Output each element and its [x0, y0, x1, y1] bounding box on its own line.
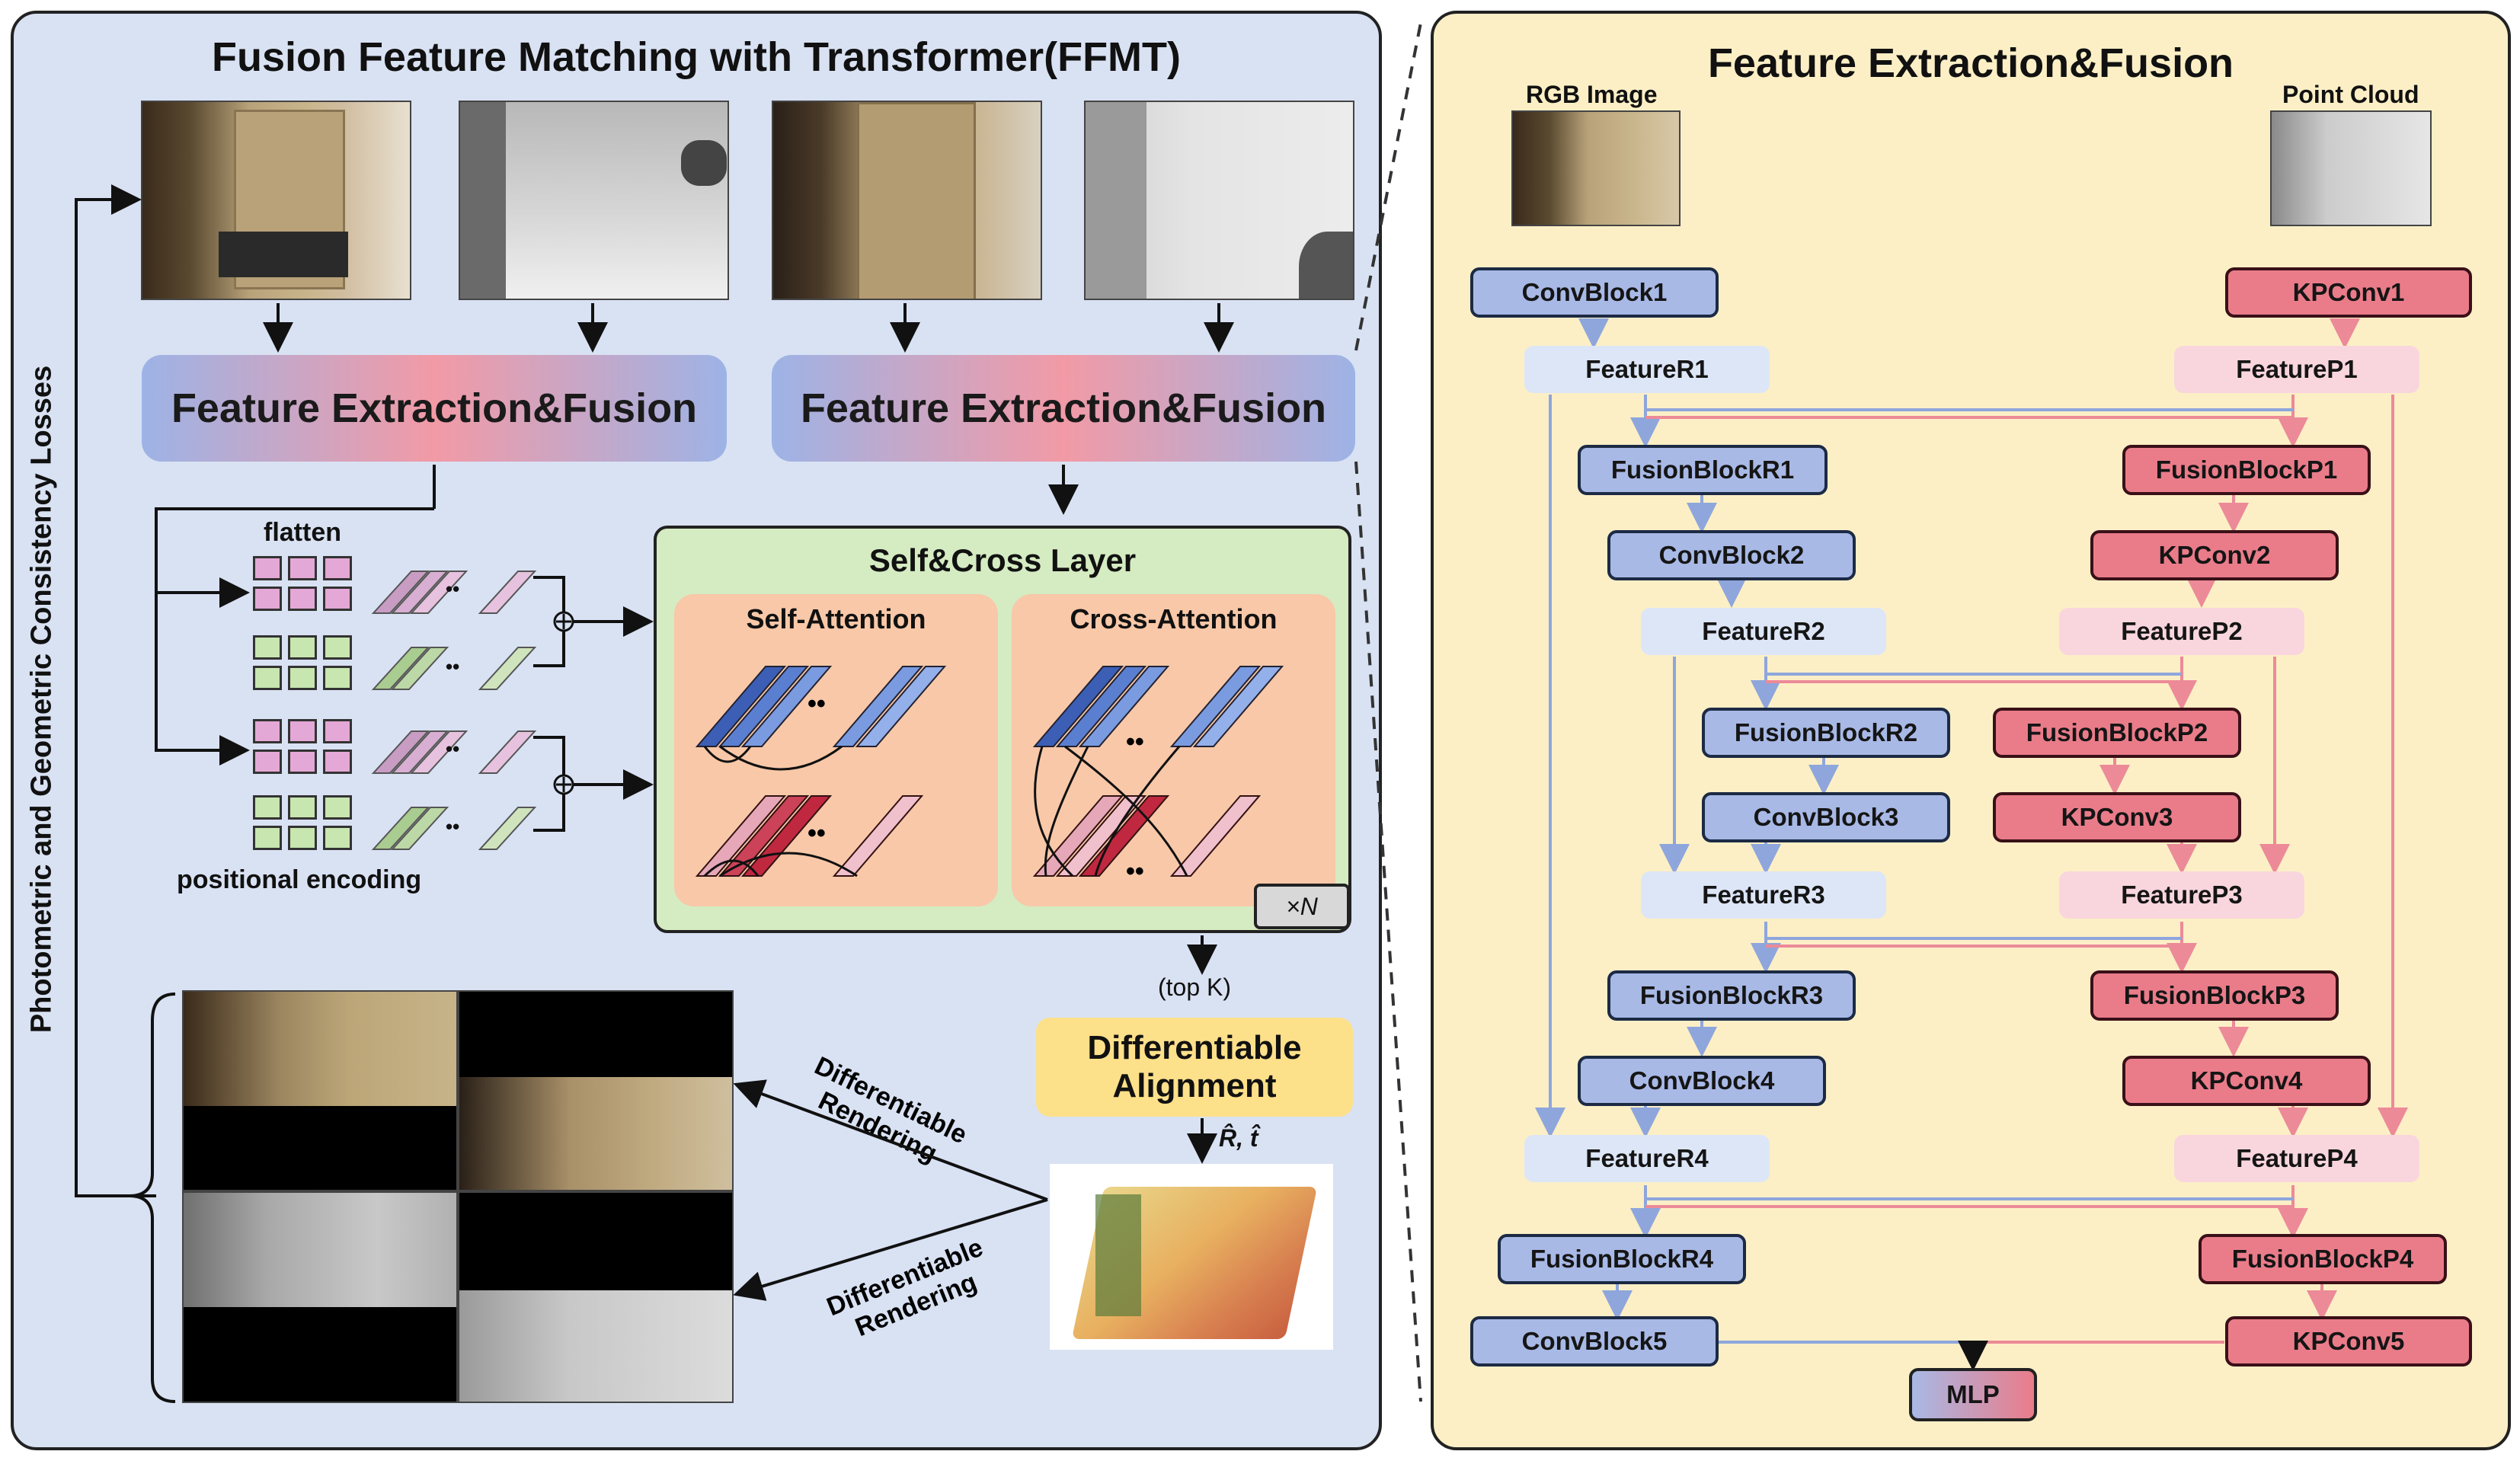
- left-connectors: [75, 184, 1234, 1403]
- kpconv4: KPConv4: [2122, 1056, 2371, 1106]
- repeat-badge: ×N: [1254, 884, 1350, 929]
- convblock2: ConvBlock2: [1607, 530, 1856, 580]
- alignment-line-1: Differentiable: [1087, 1029, 1302, 1066]
- fusionblock-p1: FusionBlockP1: [2122, 445, 2371, 495]
- fusionblock-r2: FusionBlockR2: [1702, 708, 1950, 758]
- feature-p4: FeatureP4: [2174, 1135, 2419, 1182]
- self-cross-title: Self&Cross Layer: [868, 542, 1137, 578]
- fusionblock-r3: FusionBlockR3: [1607, 970, 1856, 1021]
- convblock4: ConvBlock4: [1578, 1056, 1826, 1106]
- self-attention-bars: •• ••: [695, 666, 947, 877]
- feature-p1: FeatureP1: [2174, 346, 2419, 393]
- fusionblock-p2: FusionBlockP2: [1993, 708, 2241, 758]
- rendered-rgb-1: [182, 990, 458, 1191]
- differentiable-alignment: Differentiable Alignment: [1036, 1018, 1353, 1117]
- fusionblock-r4: FusionBlockR4: [1498, 1234, 1746, 1284]
- kpconv2: KPConv2: [2090, 530, 2339, 580]
- depth-image-2: [1084, 101, 1354, 300]
- token-bars-1: [371, 571, 537, 850]
- point-cloud-label: Point Cloud: [2282, 81, 2419, 108]
- flatten-label: flatten: [264, 518, 341, 547]
- convblock3: ConvBlock3: [1702, 792, 1950, 842]
- rgb-image-2: [772, 101, 1042, 300]
- fusion-title: Feature Extraction&Fusion: [1707, 40, 2234, 86]
- feature-extraction-box-2: Feature Extraction&Fusion: [772, 355, 1355, 462]
- svg-text:••: ••: [1126, 857, 1144, 886]
- rgb-image-1: [141, 101, 411, 300]
- positional-encoding-label: positional encoding: [177, 865, 422, 894]
- feature-grid-2: [253, 719, 352, 774]
- depth-image-1: [459, 101, 729, 300]
- convblock1: ConvBlock1: [1470, 267, 1719, 318]
- rendered-depth-1: [182, 1191, 458, 1403]
- fusionblock-p4: FusionBlockP4: [2199, 1234, 2447, 1284]
- convblock5: ConvBlock5: [1470, 1316, 1719, 1367]
- mlp: MLP: [1909, 1368, 2037, 1421]
- fusionblock-r1: FusionBlockR1: [1578, 445, 1828, 495]
- feature-r3: FeatureR3: [1641, 871, 1886, 919]
- right-connectors: [1535, 318, 2408, 1371]
- kpconv5: KPConv5: [2225, 1316, 2472, 1367]
- position-grid-2: [253, 795, 352, 850]
- ellipsis-3: ••: [446, 737, 460, 760]
- fusionblock-p3: FusionBlockP3: [2090, 970, 2339, 1021]
- cross-attention-label: Cross-Attention: [1070, 603, 1278, 635]
- rgb-image-label: RGB Image: [1526, 81, 1658, 108]
- svg-text:••: ••: [807, 689, 826, 718]
- feature-p2: FeatureP2: [2059, 608, 2304, 655]
- kpconv3: KPConv3: [1993, 792, 2241, 842]
- repeat-label: ×N: [1286, 892, 1318, 920]
- feature-r4: FeatureR4: [1524, 1135, 1770, 1182]
- ellipsis-1: ••: [446, 577, 460, 600]
- top-k-label: (top K): [1158, 973, 1232, 1001]
- point-cloud-thumbnail: [2270, 110, 2432, 226]
- ellipsis-4: ••: [446, 815, 460, 838]
- svg-text:••: ••: [1126, 727, 1144, 756]
- ffmt-title: Fusion Feature Matching with Transformer…: [211, 34, 1182, 80]
- aligned-point-cloud: [1050, 1164, 1333, 1350]
- position-grid-1: [253, 635, 352, 690]
- fusion-panel: [1431, 11, 2511, 1450]
- rgb-thumbnail: [1511, 110, 1681, 226]
- feature-r1: FeatureR1: [1524, 346, 1770, 393]
- token-bars: [371, 571, 537, 850]
- feature-p3: FeatureP3: [2059, 871, 2304, 919]
- zoom-lines: [1354, 22, 1422, 1402]
- feature-grid-1: [253, 556, 352, 611]
- self-attention-label: Self-Attention: [746, 603, 926, 635]
- svg-text:••: ••: [807, 819, 826, 848]
- alignment-line-2: Alignment: [1112, 1067, 1277, 1104]
- feature-extraction-box-1: Feature Extraction&Fusion: [142, 355, 727, 462]
- kpconv1: KPConv1: [2225, 267, 2472, 318]
- rendered-rgb-2: [458, 990, 734, 1191]
- ellipsis-2: ••: [446, 655, 460, 678]
- cross-attention-bars: •• ••: [1032, 666, 1284, 886]
- rendered-depth-2: [458, 1191, 734, 1403]
- feature-r2: FeatureR2: [1641, 608, 1886, 655]
- rt-label: R̂, t̂: [1219, 1124, 1258, 1152]
